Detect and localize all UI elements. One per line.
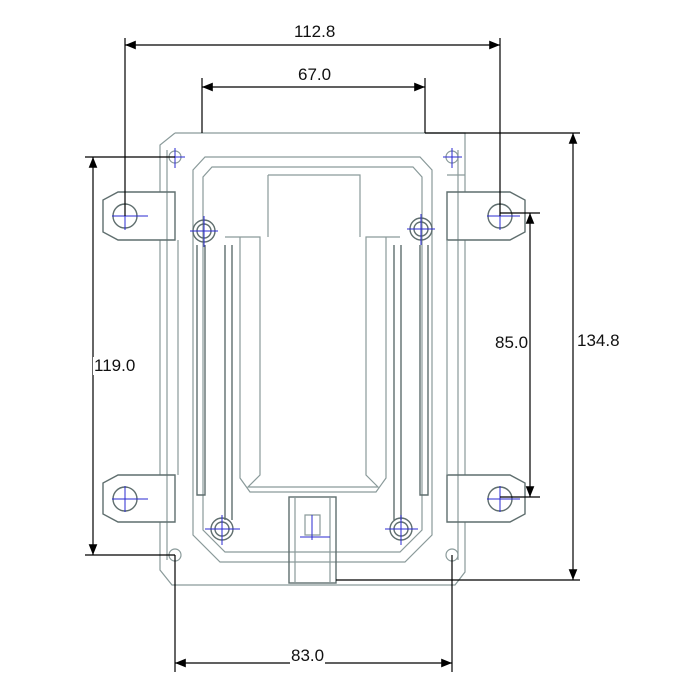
holes bbox=[112, 150, 513, 562]
ear-bottom-left bbox=[102, 474, 176, 523]
ear-bottom-right bbox=[446, 474, 526, 523]
dim-label-85-0: 85.0 bbox=[494, 333, 530, 352]
u-channel bbox=[225, 236, 400, 488]
dimension-lines bbox=[85, 38, 580, 672]
dim-label-112-8: 112.8 bbox=[293, 22, 337, 41]
plate-outline bbox=[102, 132, 526, 586]
connector bbox=[288, 496, 337, 584]
dim-label-83-0: 83.0 bbox=[290, 646, 326, 665]
ear-top-left bbox=[102, 191, 176, 241]
dim-label-67-0: 67.0 bbox=[297, 65, 333, 84]
center-lines bbox=[112, 148, 520, 545]
dim-label-134-8: 134.8 bbox=[576, 331, 621, 350]
inner-frame bbox=[192, 156, 433, 563]
dim-label-119-0: 119.0 bbox=[93, 356, 137, 375]
